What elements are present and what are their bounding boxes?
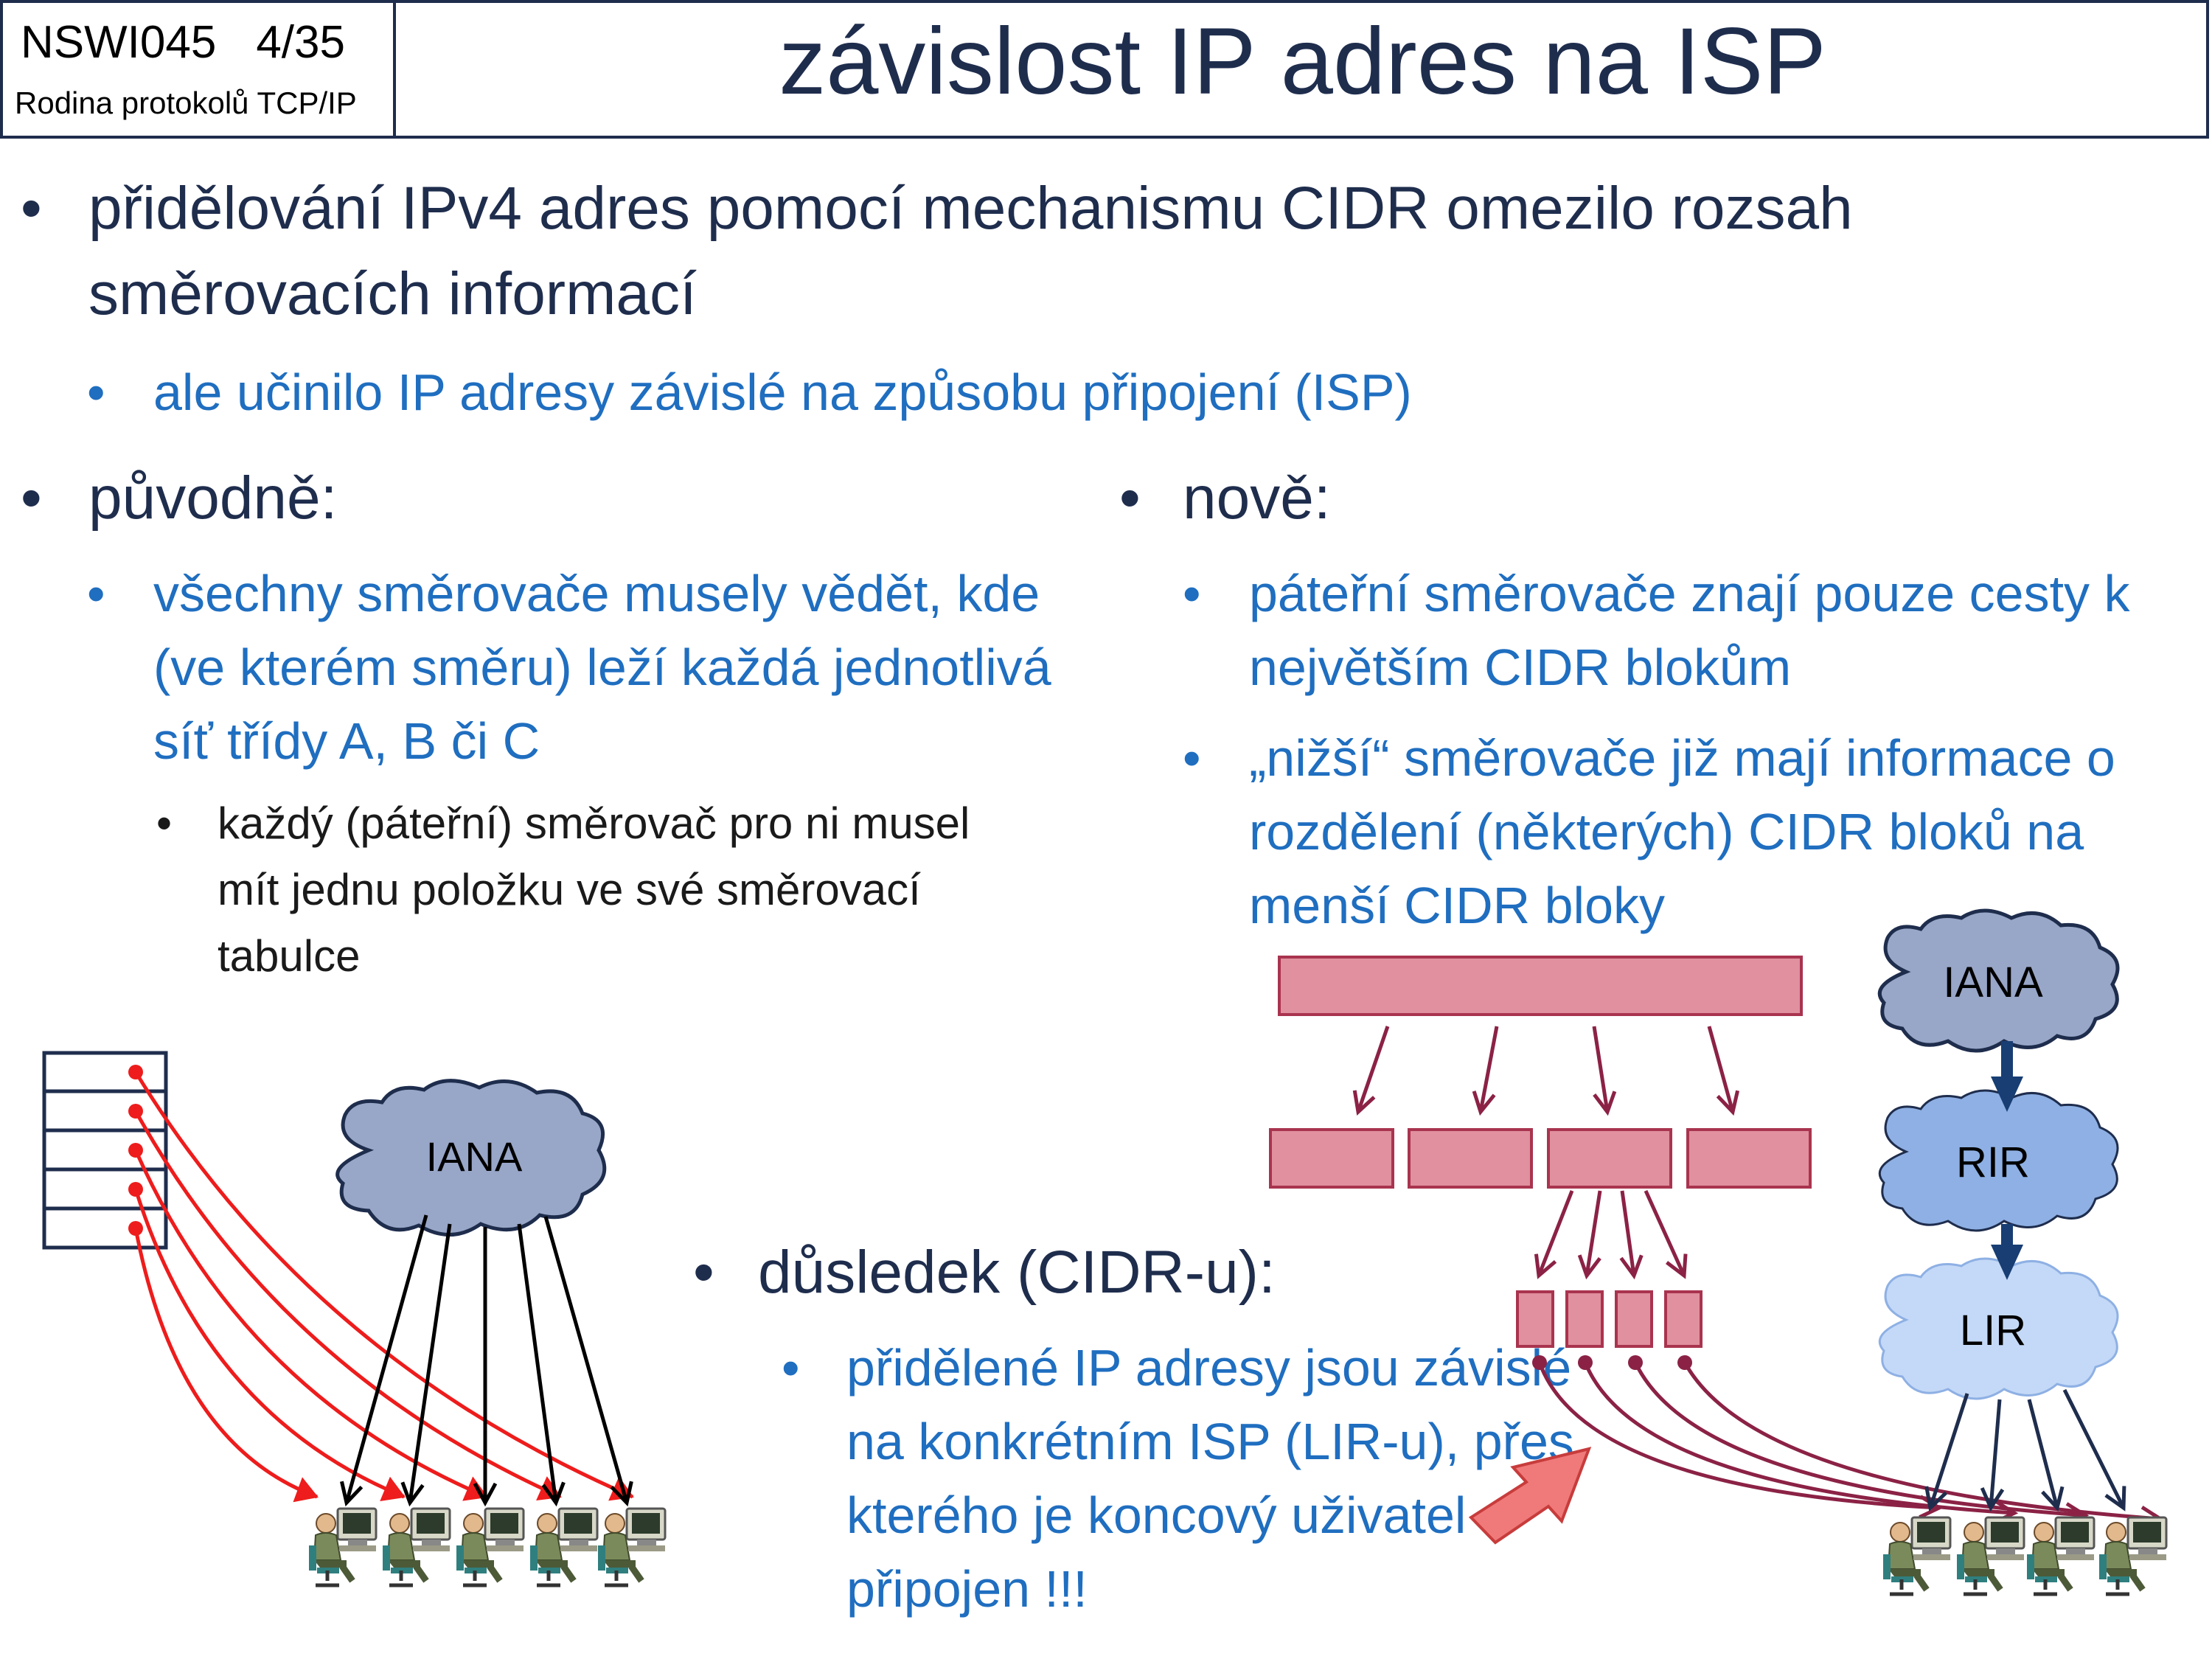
- intro-sub-bullet: ale učinilo IP adresy závislé na způsobu…: [153, 364, 1412, 421]
- originally-sub-bullet: všechny směrovače musely vědět, kde (ve …: [153, 565, 1051, 770]
- bullet-dot: •: [1183, 729, 1201, 787]
- consequence-sub-bullet: přidělené IP adresy jsou závislé na konk…: [846, 1339, 1574, 1618]
- originally-heading: původně:: [88, 465, 338, 532]
- course-name: Rodina protokolů TCP/IP: [15, 86, 357, 120]
- newly-sub-bullet-1: páteřní směrovače znají pouze cesty k ne…: [1249, 565, 2130, 696]
- left-iana-label: IANA: [426, 1133, 523, 1180]
- bullet-dot: •: [87, 565, 105, 622]
- header-bar: [0, 0, 2209, 139]
- bullet-dot: •: [87, 364, 105, 421]
- cloud-icon: [1878, 1257, 2119, 1400]
- user-workstation-icon: [1887, 1517, 2166, 1594]
- course-code-line: NSWI045 4/35: [21, 16, 345, 69]
- course-info-box: NSWI045 4/35 Rodina protokolů TCP/IP: [0, 0, 396, 139]
- user-workstation-icon: [313, 1509, 665, 1585]
- newly-heading: nově:: [1183, 465, 1331, 532]
- cidr-blocks: [1269, 956, 1812, 1348]
- bullet-dot: •: [782, 1339, 800, 1397]
- hierarchy-arrows: [1991, 1041, 2023, 1280]
- course-code: NSWI045: [21, 17, 217, 68]
- lir-to-users-arrows: [1924, 1388, 2126, 1512]
- originally-subsub-bullet: každý (páteřní) směrovač pro ni musel mí…: [218, 799, 970, 981]
- cloud-icon: [335, 1079, 607, 1237]
- bullet-dot: •: [21, 175, 42, 242]
- cidr-split-arrows: [1352, 1026, 1740, 1280]
- cloud-icon: [1877, 908, 2120, 1053]
- routing-table-icon: [42, 1051, 168, 1250]
- bullet-dot: •: [1183, 565, 1201, 622]
- newly-sub-bullet-2: „nižší“ směrovače již mají informace o r…: [1249, 729, 2115, 934]
- bullet-dot: •: [156, 799, 173, 848]
- right-iana-label: IANA: [1943, 959, 2043, 1006]
- slide-number: 4/35: [256, 17, 345, 68]
- slide-title: závislost IP adres na ISP: [779, 9, 1826, 114]
- iana-to-users-arrows: [340, 1214, 633, 1507]
- bullet-dot: •: [1119, 465, 1141, 532]
- rir-label: RIR: [1956, 1138, 2030, 1186]
- lir-label: LIR: [1960, 1307, 2026, 1354]
- callout-arrow-icon: [1468, 1447, 1592, 1545]
- bullet-dot: •: [693, 1239, 714, 1306]
- intro-bullet: přidělování IPv4 adres pomocí mechanismu…: [88, 175, 1853, 327]
- cloud-icon: [1878, 1089, 2119, 1232]
- consequence-heading: důsledek (CIDR-u):: [758, 1239, 1276, 1306]
- routing-table-arrows: [128, 1065, 634, 1503]
- bullet-dot: •: [21, 465, 42, 532]
